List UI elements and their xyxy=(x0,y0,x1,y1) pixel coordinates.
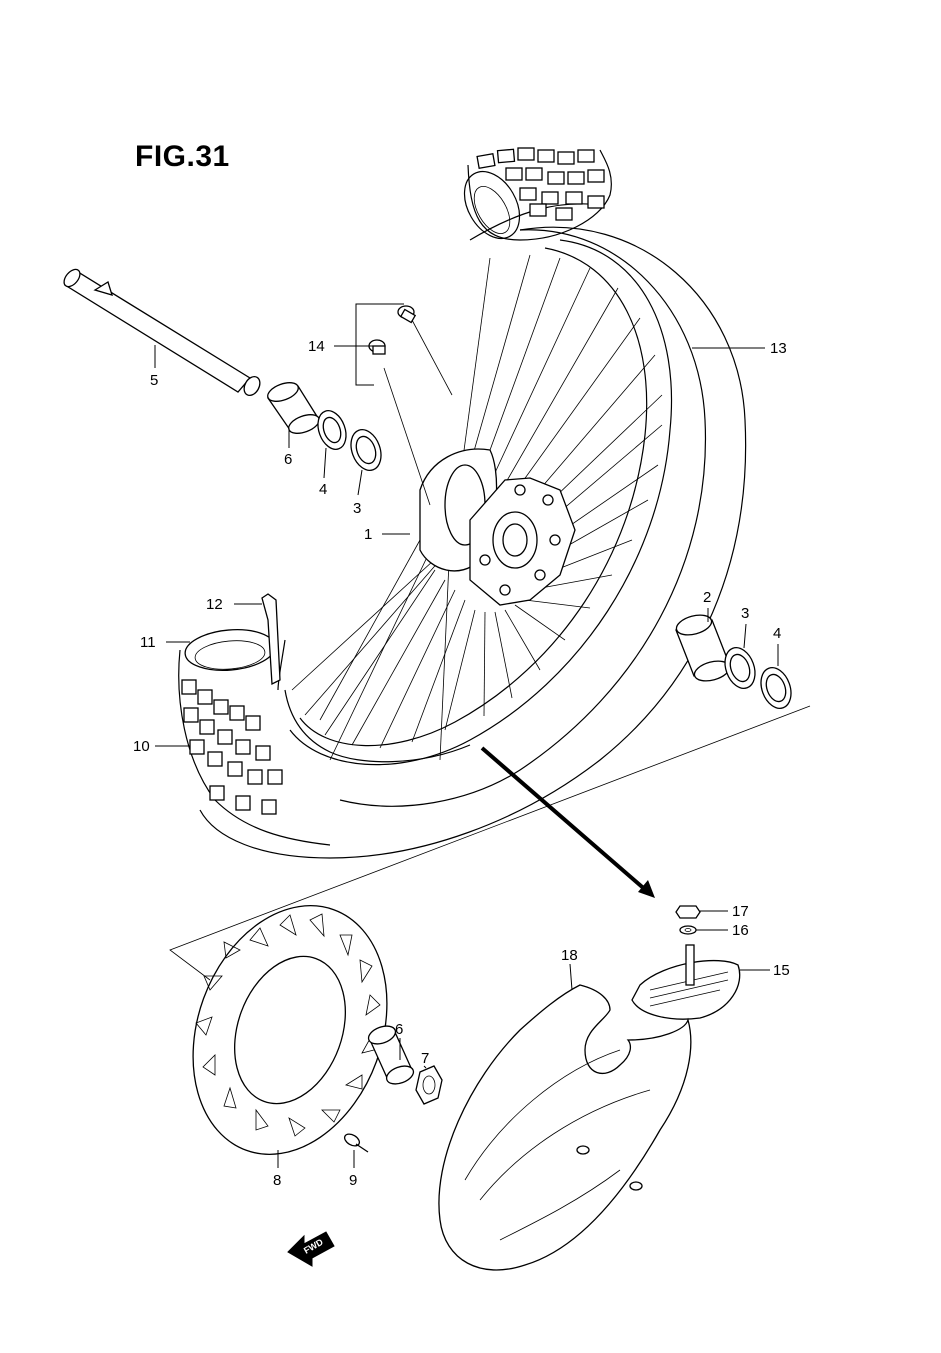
axle xyxy=(63,268,261,396)
callout-13: 13 xyxy=(770,340,787,357)
callout-14: 14 xyxy=(308,338,325,355)
bearing-right xyxy=(724,647,756,689)
tire-lower-section xyxy=(178,593,331,846)
callout-10: 10 xyxy=(133,738,150,755)
callout-9: 9 xyxy=(349,1172,357,1189)
disc-cover xyxy=(438,984,692,1271)
detail-pointer xyxy=(480,746,655,898)
forward-direction-badge: FWD xyxy=(287,1231,335,1267)
tire xyxy=(199,147,747,859)
axle-nut xyxy=(415,1065,443,1105)
tread-knobs-upper xyxy=(476,147,605,221)
leader-lines xyxy=(154,303,779,1168)
rim-lock xyxy=(631,944,741,1020)
callout-18: 18 xyxy=(561,947,578,964)
callout-2: 2 xyxy=(703,589,711,606)
disc-cutouts xyxy=(195,913,381,1137)
callout-1: 1 xyxy=(364,526,372,543)
brake-disc xyxy=(192,905,388,1155)
figure-title: FIG.31 xyxy=(135,140,230,173)
callout-8: 8 xyxy=(273,1172,281,1189)
callout-12: 12 xyxy=(206,596,223,613)
arrow-left-icon xyxy=(287,1231,335,1267)
callout-7: 7 xyxy=(421,1050,429,1067)
callout-6-upper: 6 xyxy=(284,451,292,468)
oil-seal-upper xyxy=(317,410,347,450)
callout-4-upper: 4 xyxy=(319,481,327,498)
callout-labels: 1 2 3 3 4 4 5 6 6 7 8 9 10 11 12 13 14 1… xyxy=(133,338,790,1189)
spacer-right xyxy=(675,614,731,682)
callout-3-upper: 3 xyxy=(353,500,361,517)
callout-11: 11 xyxy=(140,634,156,651)
hub xyxy=(419,448,576,606)
oil-seal-right xyxy=(760,667,792,709)
nut-small xyxy=(675,905,701,919)
callout-16: 16 xyxy=(732,922,749,939)
spokes xyxy=(291,254,663,761)
washer xyxy=(679,925,697,935)
bearing-upper xyxy=(350,429,382,471)
callout-4-right: 4 xyxy=(773,625,781,642)
disc-bolt xyxy=(343,1133,369,1153)
callout-5: 5 xyxy=(150,372,158,389)
callout-6-lower: 6 xyxy=(395,1021,403,1038)
perspective-lines xyxy=(169,705,811,981)
callout-17: 17 xyxy=(732,903,749,920)
spoke-and-nipple xyxy=(368,305,453,506)
tread-knobs-lower xyxy=(181,679,283,815)
callout-15: 15 xyxy=(773,962,790,979)
callout-3-right: 3 xyxy=(741,605,749,622)
spacer-upper xyxy=(267,382,320,434)
spacer-lower xyxy=(367,1025,415,1085)
